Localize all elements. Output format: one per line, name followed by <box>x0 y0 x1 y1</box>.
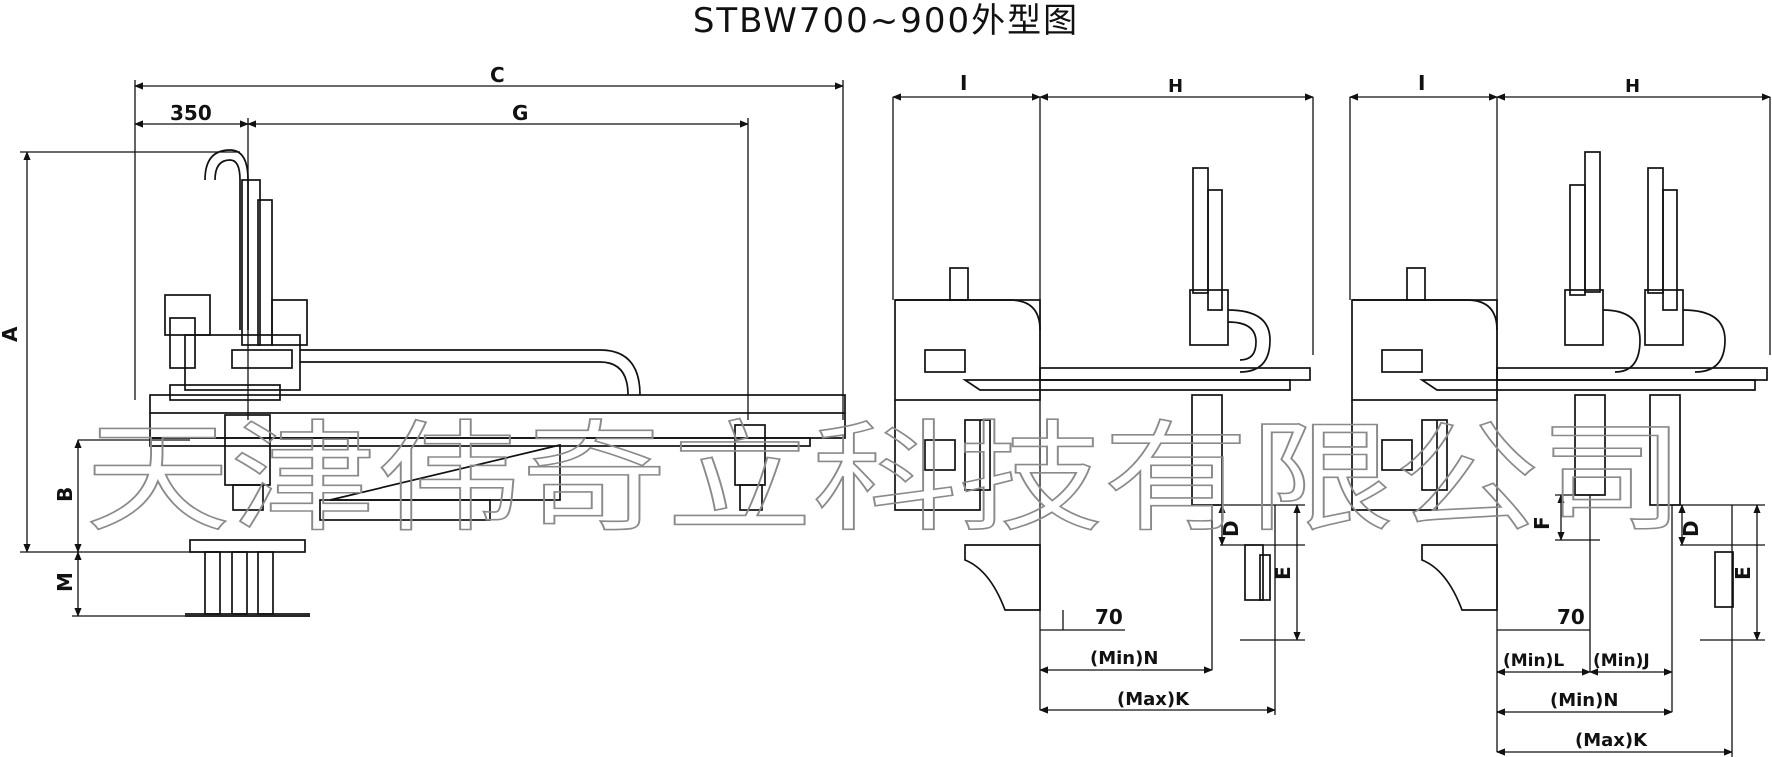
dim-label-max-k: (Max)K <box>1117 689 1190 710</box>
dim-label-70: 70 <box>1095 605 1123 629</box>
dim-label-f: F <box>1530 516 1554 530</box>
dim-label-e: E <box>1731 566 1755 580</box>
dim-label-min-n: (Min)N <box>1550 690 1618 711</box>
dim-label-min-l: (Min)L <box>1503 651 1564 671</box>
dim-label-min-n: (Min)N <box>1090 648 1158 669</box>
middle-machine <box>894 167 1311 611</box>
right-view <box>1349 93 1771 757</box>
company-watermark: 天津伟奇立科技有限公司 <box>85 410 1685 549</box>
dim-label-b: B <box>53 487 77 502</box>
left-dimension-labels: C 350 G A B M <box>0 63 528 592</box>
dim-label-g: G <box>512 101 528 125</box>
dim-label-h: H <box>1625 76 1640 97</box>
left-machine <box>149 149 846 617</box>
dim-label-350: 350 <box>170 101 212 125</box>
dim-label-m: M <box>53 572 77 592</box>
dim-label-max-k: (Max)K <box>1575 730 1648 751</box>
dim-label-d: D <box>1219 520 1243 537</box>
right-dimension-labels: I H 70 (Min)L (Min)J (Min)N (Max)K F D E <box>1418 71 1755 751</box>
dim-label-70: 70 <box>1557 605 1585 629</box>
dim-label-d: D <box>1679 520 1703 537</box>
dim-label-i: I <box>1418 71 1425 95</box>
middle-view <box>892 93 1314 715</box>
middle-dimension-labels: I H 70 (Min)N (Max)K D E <box>960 71 1295 710</box>
dim-label-e: E <box>1271 566 1295 580</box>
left-view <box>20 80 846 617</box>
right-machine <box>1351 151 1768 611</box>
right-dimension-lines <box>1349 93 1771 757</box>
diagram-title: STBW700~900外型图 <box>692 1 1080 41</box>
dim-label-c: C <box>490 63 505 87</box>
dim-label-h: H <box>1168 76 1183 97</box>
dim-label-min-j: (Min)J <box>1593 651 1650 671</box>
dim-label-i: I <box>960 71 967 95</box>
dim-label-a: A <box>0 326 22 342</box>
